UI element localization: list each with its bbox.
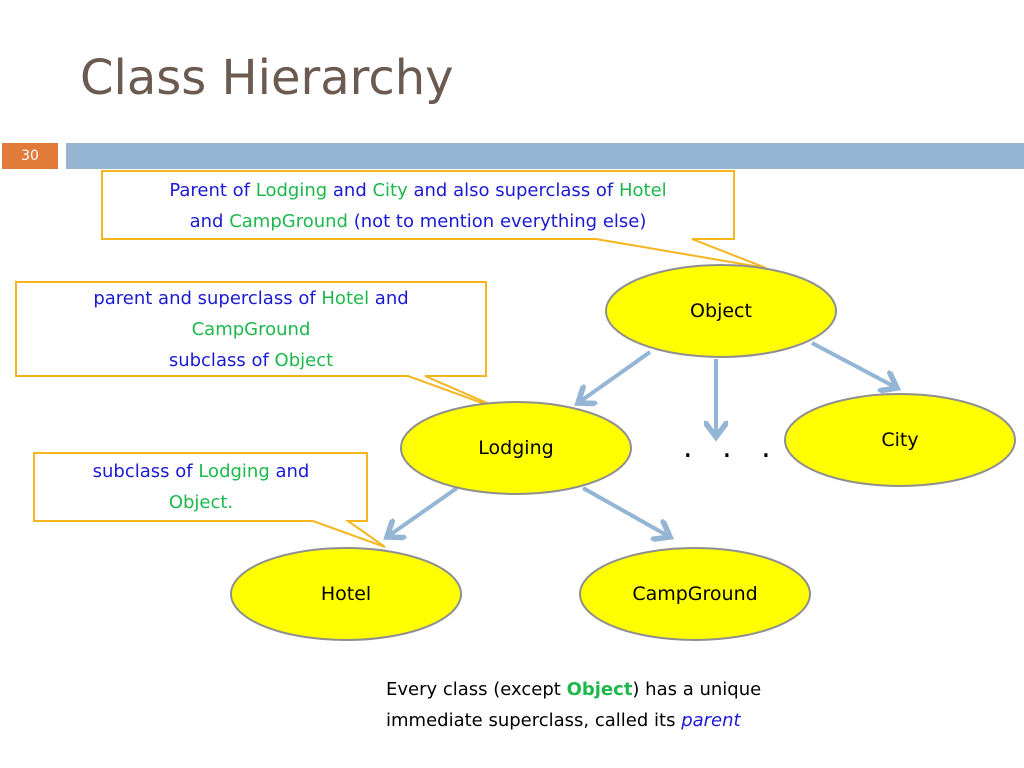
node-object[interactable] bbox=[605, 264, 837, 358]
node-campground-label: CampGround bbox=[632, 583, 758, 605]
callout-object-text: Parent of Lodging and City and also supe… bbox=[169, 180, 667, 232]
node-city[interactable] bbox=[784, 393, 1016, 487]
callout-hotel-shape bbox=[33, 452, 386, 548]
header-bar bbox=[66, 143, 1024, 169]
arrow-lodging-to-hotel bbox=[387, 486, 459, 537]
node-campground[interactable] bbox=[579, 547, 811, 641]
node-hotel-label: Hotel bbox=[320, 583, 372, 605]
node-object-label: Object bbox=[690, 300, 752, 322]
node-lodging-label: Lodging bbox=[478, 437, 554, 459]
callout-lodging-text: parent and superclass of Hotel and CampG… bbox=[93, 288, 409, 371]
slide-number: 30 bbox=[2, 143, 58, 169]
node-city-label: City bbox=[881, 429, 919, 451]
node-lodging[interactable] bbox=[400, 401, 632, 495]
node-hotel[interactable] bbox=[230, 547, 462, 641]
callout-object-shape bbox=[101, 170, 767, 269]
slide-title: Class Hierarchy bbox=[80, 50, 454, 106]
callout-lodging-shape bbox=[15, 281, 511, 414]
parent-definition-note: Every class (except Object) has a unique… bbox=[386, 679, 762, 731]
arrow-object-to-lodging bbox=[578, 350, 652, 403]
arrow-lodging-to-campground bbox=[582, 486, 670, 537]
more-subclasses-ellipsis: . . . bbox=[683, 430, 781, 465]
callout-hotel-text: subclass of Lodging and Object. bbox=[92, 461, 310, 513]
arrow-object-to-city bbox=[811, 341, 897, 388]
